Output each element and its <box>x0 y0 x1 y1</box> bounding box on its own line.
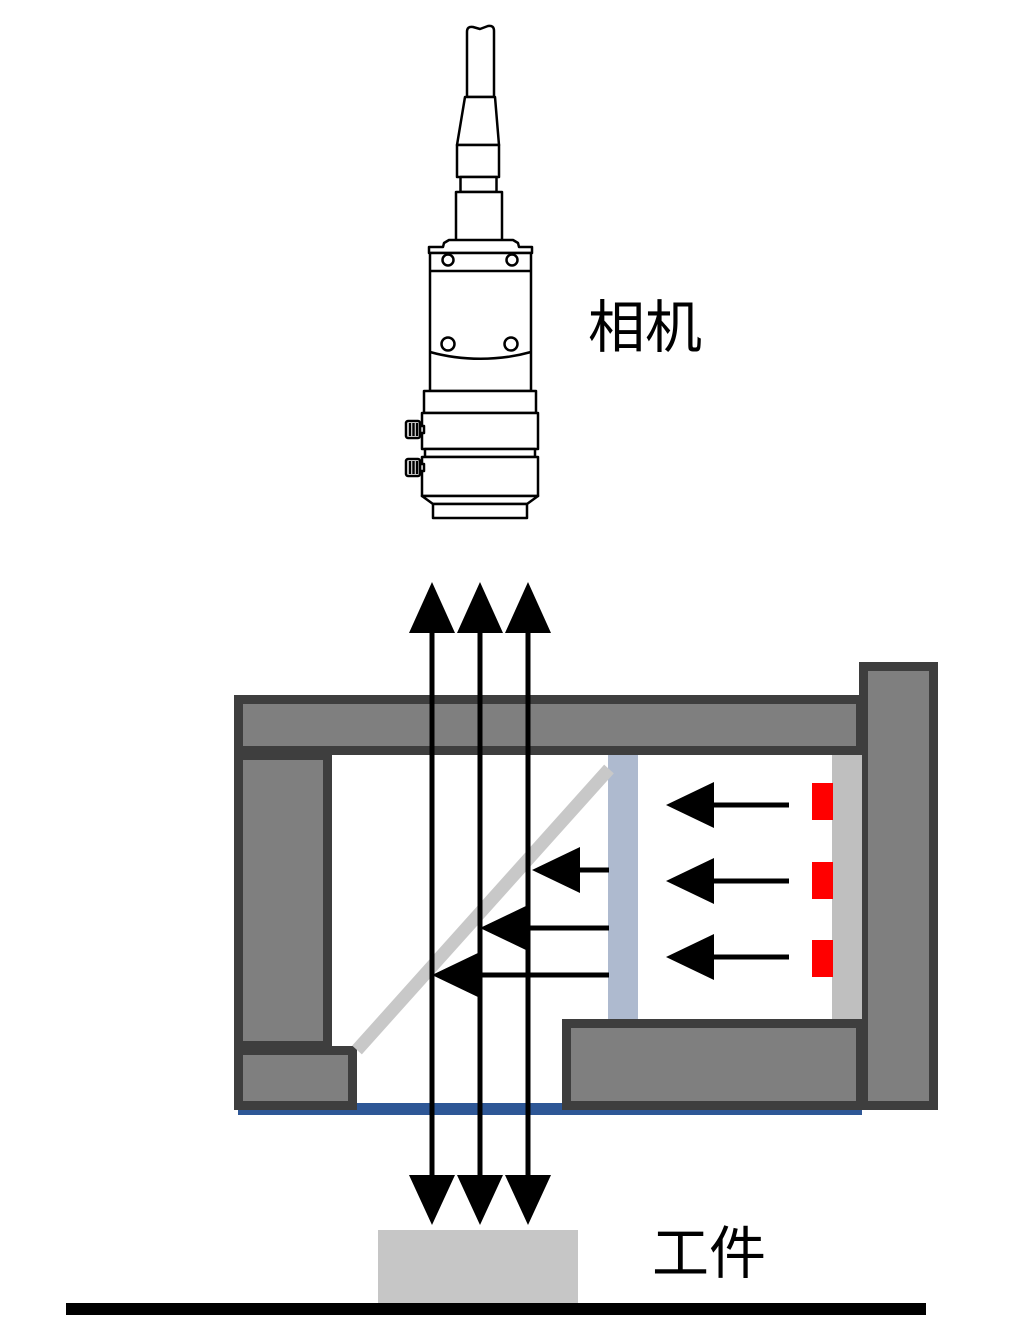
led-3 <box>812 940 833 977</box>
led-array <box>812 783 833 977</box>
camera-connector-taper <box>455 95 501 147</box>
diffuser-plate <box>608 755 638 1019</box>
camera-body-curve <box>429 350 532 360</box>
camera-screw-bottom-left <box>440 336 456 352</box>
camera-connector-upper <box>455 143 501 179</box>
housing-top-bar <box>234 695 865 755</box>
down-arrowhead-1 <box>409 1175 455 1225</box>
camera-connector-ring <box>459 175 498 194</box>
camera-label: 相机 <box>588 296 702 360</box>
housing-bottom-right-block <box>562 1019 865 1110</box>
down-arrowhead-2 <box>457 1175 503 1225</box>
workpiece-block <box>378 1230 578 1303</box>
up-arrowhead-2 <box>457 582 503 633</box>
lens-mount-ring <box>422 389 538 415</box>
lens-front-ring <box>431 502 529 520</box>
ground-line <box>66 1303 926 1315</box>
up-arrowhead-1 <box>409 582 455 633</box>
splitter-beam-arrowhead-1 <box>532 847 580 893</box>
workpiece-label: 工件 <box>652 1222 766 1286</box>
camera-top-plate <box>427 238 534 255</box>
splitter-beam-arrowhead-3 <box>432 952 480 998</box>
led-2 <box>812 862 833 899</box>
camera-screw-bottom-right <box>503 336 519 352</box>
lens-barrel-upper <box>420 411 540 451</box>
lens-thumbscrew-lower <box>404 457 426 478</box>
up-arrowhead-3 <box>505 582 551 633</box>
light-housing <box>234 662 938 1110</box>
camera-screw-top-right <box>505 253 519 267</box>
housing-right-wall <box>859 662 938 1110</box>
camera-cable <box>465 24 496 99</box>
housing-left-foot <box>234 1046 357 1110</box>
led-beam-arrowhead-2 <box>666 858 714 904</box>
led-beam-arrows <box>666 782 789 980</box>
camera-body <box>428 251 533 393</box>
housing-left-wall <box>234 751 332 1050</box>
led-beam-arrowhead-1 <box>666 782 714 828</box>
splitter-beam-arrows <box>432 847 609 998</box>
down-arrowhead-3 <box>505 1175 551 1225</box>
led-1 <box>812 783 833 820</box>
led-beam-arrowhead-3 <box>666 934 714 980</box>
led-board <box>832 755 862 1019</box>
lens-thumbscrew-upper <box>404 419 426 440</box>
camera-connector-base <box>454 190 504 243</box>
camera-screw-top-left <box>441 253 455 267</box>
vertical-beams <box>409 582 551 1225</box>
beam-splitter <box>352 764 614 1055</box>
thumbscrew-knurl-upper <box>408 423 419 436</box>
lens-barrel-lower <box>420 455 540 498</box>
thumbscrew-knurl-lower <box>408 461 419 474</box>
splitter-beam-arrowhead-2 <box>480 905 528 951</box>
camera-drawing <box>404 24 540 520</box>
